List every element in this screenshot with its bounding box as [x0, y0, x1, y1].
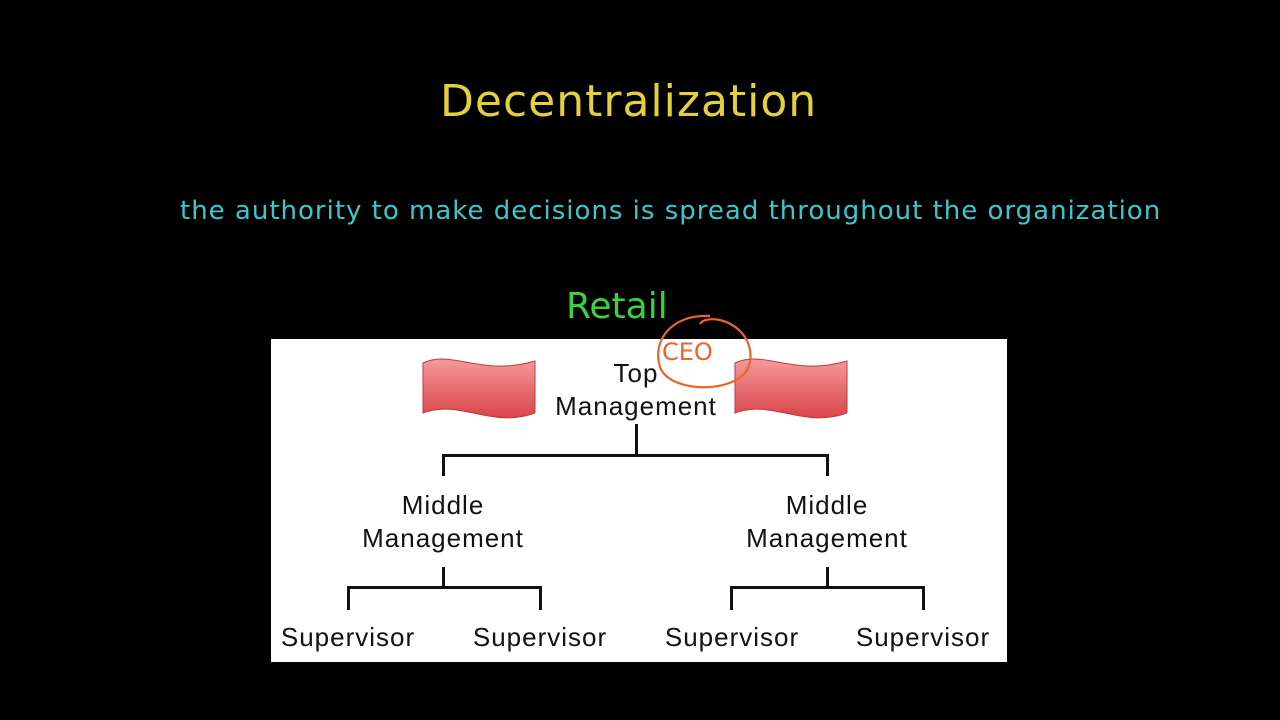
connector — [635, 424, 638, 454]
connector — [730, 586, 925, 589]
node-label-line: Management — [746, 523, 908, 553]
connector — [826, 454, 829, 476]
supervisor-node: Supervisor — [472, 622, 608, 652]
connector — [442, 454, 445, 476]
node-label-line: Management — [555, 391, 717, 421]
node-label-line: Middle — [401, 490, 485, 520]
middle-management-node-right: Middle Management — [727, 489, 927, 555]
supervisor-node: Supervisor — [855, 622, 991, 652]
connector — [442, 567, 445, 587]
connector — [826, 567, 829, 587]
connector — [922, 586, 925, 610]
supervisor-node: Supervisor — [664, 622, 800, 652]
org-chart: Top Management Middle Management Middle … — [271, 339, 1007, 662]
node-label-line: Top — [613, 358, 659, 388]
node-label-line: Management — [362, 523, 524, 553]
ceo-circle-icon — [657, 314, 752, 389]
top-management-node: Top Management — [536, 357, 736, 423]
connector — [347, 586, 542, 589]
slide-title: Decentralization — [440, 76, 818, 127]
connector — [347, 586, 350, 610]
node-label-line: Middle — [785, 490, 869, 520]
left-flag-icon — [422, 358, 536, 419]
connector — [539, 586, 542, 610]
connector — [442, 454, 829, 457]
supervisor-node: Supervisor — [280, 622, 416, 652]
retail-annotation: Retail — [566, 286, 668, 327]
connector — [730, 586, 733, 610]
definition-text: the authority to make decisions is sprea… — [180, 196, 1162, 226]
ceo-annotation: CEO — [662, 338, 713, 366]
right-flag-icon — [734, 358, 848, 419]
middle-management-node-left: Middle Management — [343, 489, 543, 555]
